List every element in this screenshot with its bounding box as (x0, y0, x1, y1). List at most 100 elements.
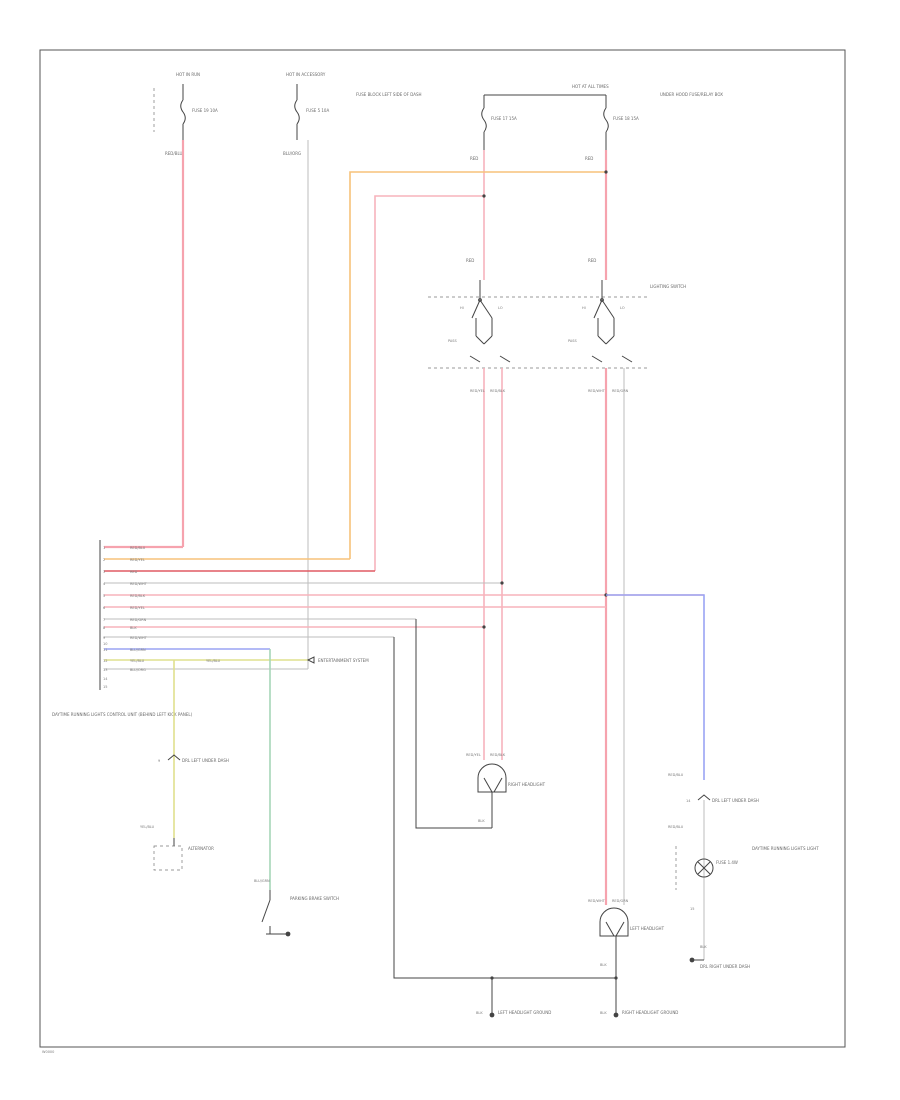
switch-wire-b: RED (588, 258, 596, 263)
pin-no: 3 (103, 570, 105, 574)
wire-red-to-unit (374, 195, 484, 571)
dash-indicator-light: FUSE 1.4W DAYTIME RUNNING LIGHTS LIGHT 1… (675, 846, 819, 911)
pin-wire: RED/WHT (130, 636, 148, 640)
pin-no: 1 (103, 546, 105, 550)
fuse-hot-in-run: HOT IN RUN FUSE 19 10A RED/BLU (153, 72, 218, 156)
left-headlight: RED/WHT RED/GRN LEFT HEADLIGHT BLK (588, 899, 665, 978)
fuse-left-header: HOT IN RUN (176, 72, 200, 77)
right-conn-wire-top: RED/BLU (668, 773, 684, 777)
right-connector-symbol (697, 794, 711, 801)
entertainment-system: ENTERTAINMENT SYSTEM YEL/BLU (206, 656, 369, 664)
pbrake-label: PARKING BRAKE SWITCH (290, 896, 339, 901)
switch-left-lo: LO (498, 306, 503, 310)
fuse-right-a-label: FUSE 17 15A (491, 116, 517, 121)
control-unit: DAYTIME RUNNING LIGHTS CONTROL UNIT (BEH… (52, 540, 193, 717)
rh-bulb (477, 763, 507, 793)
ground-left-label: LEFT HEADLIGHT GROUND (498, 1010, 551, 1015)
pin-wire: BLU/ORG (130, 668, 146, 672)
pin-no: 5 (103, 594, 105, 598)
rh-wire-a-top: RED/YEL (470, 389, 485, 393)
control-unit-pins: 1 RED/BLU 2 RED/YEL 3 RED 4 RED/WHT 5 RE… (103, 546, 148, 689)
switch-wire-a: RED (466, 258, 474, 263)
pin-wire: RED/WHT (130, 582, 148, 586)
pin-no: 11 (103, 648, 107, 652)
indicator-label: DAYTIME RUNNING LIGHTS LIGHT (752, 846, 819, 851)
pin-no: 7 (103, 618, 105, 622)
lighting-switch: RED RED LIGHTING SWITCH HI LO PASS HI LO… (428, 258, 686, 369)
right-connector: RED/BLU 14 DRL LEFT UNDER DASH RED/BLU (668, 773, 759, 829)
lh-wire-a-top: RED/WHT (588, 389, 606, 393)
alternator-box (153, 845, 183, 871)
ground-right-wire: BLK (600, 1011, 607, 1015)
lh-wire-b: RED/GRN (612, 899, 629, 903)
fuse-right-a-symbol (481, 107, 487, 133)
pin-wire: BLK (130, 626, 137, 630)
rh-label: RIGHT HEADLIGHT (508, 782, 546, 787)
rh-wire-a: RED/YEL (466, 753, 481, 757)
fuse-hot-in-accessory: HOT IN ACCESSORY FUSE 5 10A FUSE BLOCK L… (283, 72, 422, 156)
entertainment-label: ENTERTAINMENT SYSTEM (318, 658, 369, 663)
fuse-right-a-wire: RED (470, 156, 478, 161)
left-connector: 9 DRL LEFT UNDER DASH (158, 754, 229, 763)
fuse-left-symbol (180, 99, 186, 125)
lh-label: LEFT HEADLIGHT (630, 926, 665, 931)
dash-ground-wire: BLK (700, 945, 707, 949)
left-conn-pin: 9 (158, 759, 160, 763)
fuse-right-side: UNDER HOOD FUSE/RELAY BOX (660, 92, 723, 97)
parking-brake-switch: BLU/GRN PARKING BRAKE SWITCH (254, 879, 339, 937)
diagram-frame (39, 49, 846, 1048)
pin-no: 4 (103, 582, 106, 586)
rh-wire-b: RED/BLK (490, 753, 506, 757)
fuse-mid-label: FUSE 5 10A (306, 108, 329, 113)
lh-wire-a: RED/WHT (588, 899, 606, 903)
fuse-right-b-wire: RED (585, 156, 593, 161)
pin-wire: RED (130, 570, 138, 574)
pin-wire: RED/YEL (130, 558, 145, 562)
indicator-bulb (694, 858, 714, 878)
wire-red-yel-to-unit (349, 171, 606, 559)
lh-bulb (599, 907, 629, 937)
lighting-switch-label: LIGHTING SWITCH (650, 284, 686, 289)
fuse-mid-header: HOT IN ACCESSORY (286, 72, 326, 77)
switch-left-pass: PASS (448, 339, 458, 343)
wire-red-blu-indicator (606, 594, 705, 780)
lh-wire-b-top: RED/GRN (612, 389, 629, 393)
rh-wire-b-top: RED/BLK (490, 389, 506, 393)
switch-right-hi: HI (582, 306, 586, 310)
pin-no: 9 (103, 636, 105, 640)
pin-wire: YEL/BLU (130, 659, 145, 663)
alternator-wire: YEL/BLU (140, 825, 155, 829)
pin-no: 8 (103, 626, 105, 630)
footer-code: W0000 (42, 1050, 54, 1054)
rh-ground: BLK (478, 819, 485, 823)
right-headlight: RED/YEL RED/BLK RIGHT HEADLIGHT BLK (466, 753, 546, 828)
indicator-fuse: FUSE 1.4W (716, 860, 738, 865)
alternator-label: ALTERNATOR (188, 846, 214, 851)
wire-blk-rh-ground (415, 619, 492, 829)
pin-no: 15 (103, 685, 107, 689)
alternator: YEL/BLU ALTERNATOR (140, 825, 214, 871)
switch-right-lo: LO (620, 306, 625, 310)
fuse-mid-wire: BLU/ORG (283, 151, 301, 156)
pin-no: 6 (103, 606, 105, 610)
right-conn-pin: 14 (686, 799, 691, 803)
ground-right-label: RIGHT HEADLIGHT GROUND (622, 1010, 678, 1015)
left-conn-label: DRL LEFT UNDER DASH (182, 758, 229, 763)
dash-ground: BLK DRL RIGHT UNDER DASH (689, 945, 750, 969)
fuse-mid-symbol (294, 99, 300, 125)
pin-wire: RED/BLK (130, 594, 146, 598)
wire-blk-ground-bus (393, 637, 616, 979)
pin-no: 12 (103, 659, 107, 663)
pin-no: 13 (103, 668, 107, 672)
switch-right-pass: PASS (568, 339, 578, 343)
pin-wire: RED/GRN (130, 618, 147, 622)
entertainment-arrow (306, 656, 315, 664)
indicator-pin: 15 (690, 907, 694, 911)
pin-no: 14 (103, 677, 108, 681)
fuse-right-header: HOT AT ALL TIMES (572, 84, 609, 89)
pbrake-wire: BLU/GRN (254, 879, 270, 883)
right-conn-label: DRL LEFT UNDER DASH (712, 798, 759, 803)
entertainment-wire: YEL/BLU (206, 659, 221, 663)
fuse-hot-at-all-times: HOT AT ALL TIMES FUSE 17 15A FUSE 18 15A… (470, 84, 723, 161)
